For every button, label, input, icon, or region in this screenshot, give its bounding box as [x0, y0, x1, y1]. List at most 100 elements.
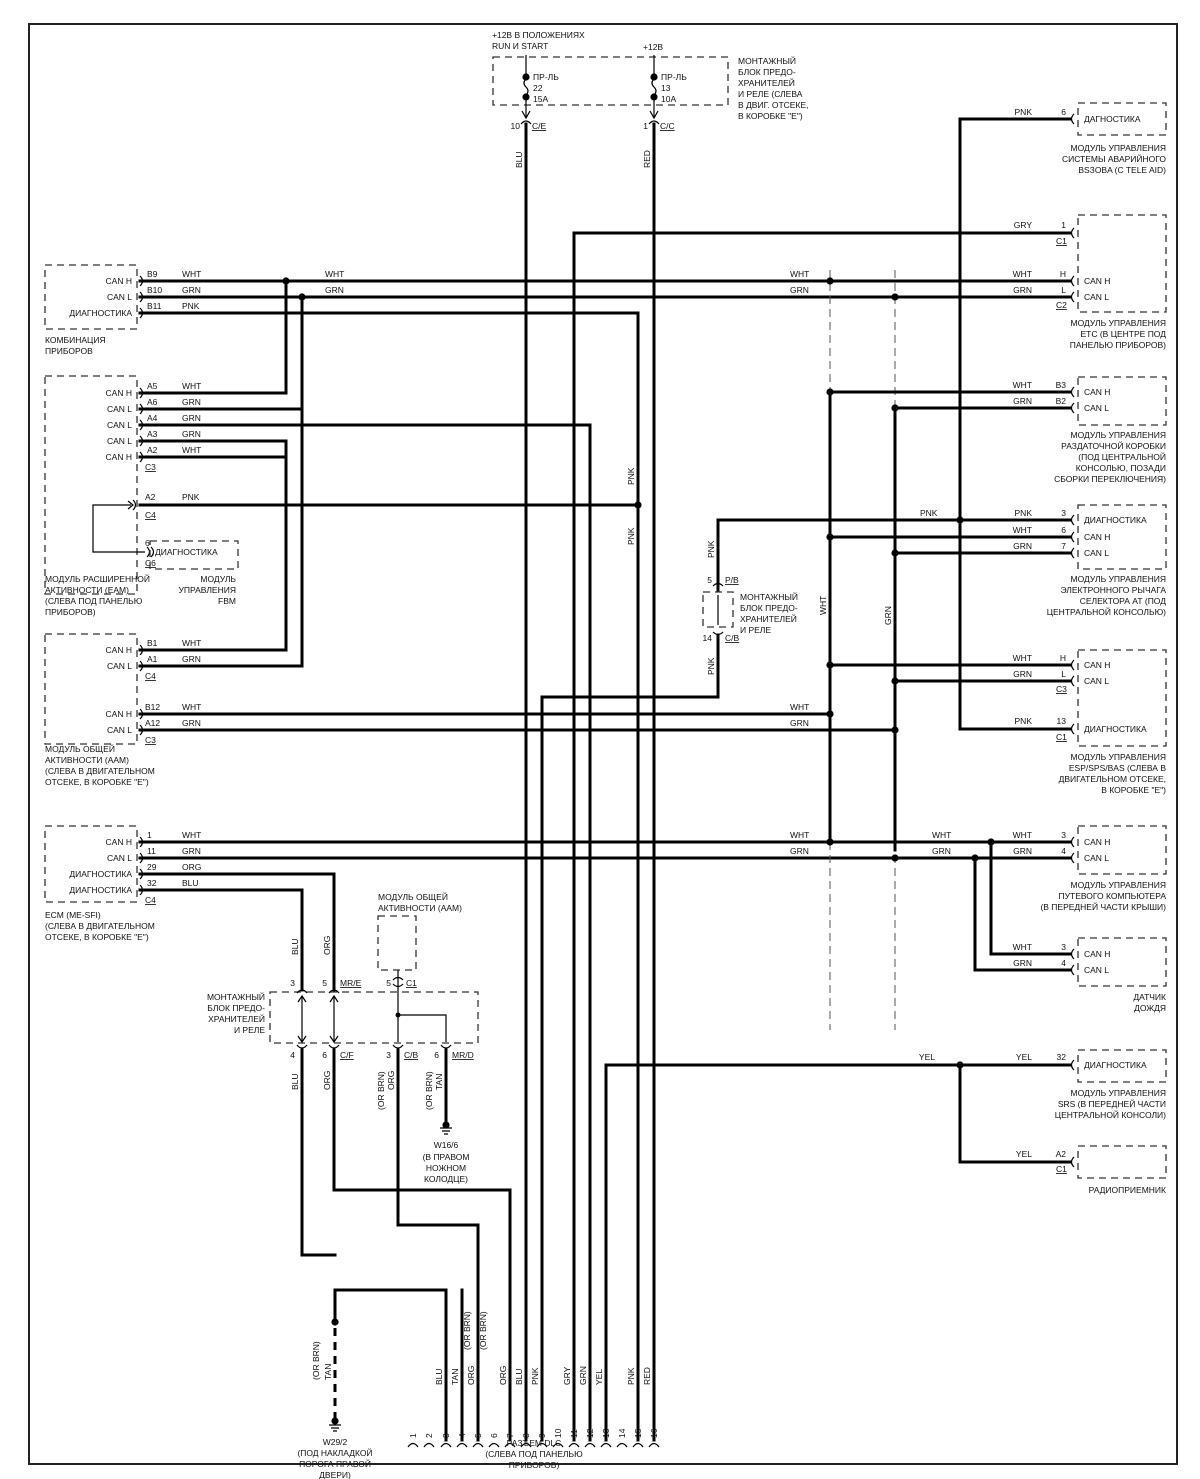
wire: [300, 1048, 337, 1257]
connector-id: C1: [1056, 1164, 1067, 1174]
relay-label: ХРАНИТЕЛЕЙ: [740, 613, 797, 624]
pin-number: A2: [145, 492, 156, 502]
module-caption: АКТИВНОСТИ (AAM): [45, 755, 129, 765]
dlc-wire-color: BLU: [514, 1368, 524, 1385]
module-caption: МОДУЛЬ: [200, 574, 236, 584]
fuse-block-label: И РЕЛЕ (СЛЕВА: [738, 89, 803, 99]
wire-color: ORG: [386, 1071, 396, 1090]
dlc-pin-connector: [520, 1442, 532, 1448]
pin-number: 29: [147, 862, 157, 872]
fuse-terminal: [650, 73, 658, 81]
diagram-frame: [28, 23, 1178, 1465]
module-caption: ПУТЕВОГО КОМПЬЮТЕРА: [1059, 891, 1167, 901]
pin-number: 4: [1061, 846, 1066, 856]
pin-function: CAN L: [1084, 853, 1109, 863]
module-caption: МОДУЛЬ УПРАВЛЕНИЯ: [1071, 430, 1166, 440]
dlc-caption: (СЛЕВА ПОД ПАНЕЛЬЮ: [485, 1449, 583, 1459]
dlc-pin-number: 5: [473, 1433, 483, 1438]
pin-number: 6: [1061, 525, 1066, 535]
splice-dot: [826, 838, 834, 846]
fuse-label: 15A: [533, 94, 548, 104]
module-caption: СБОРКИ ПЕРЕКЛЮЧЕНИЯ): [1054, 474, 1166, 484]
connector-icon: [328, 989, 340, 994]
pin-function: CAN H: [1084, 660, 1110, 670]
pin-function: ДИАГНОСТИКА: [1084, 1060, 1147, 1070]
fuse-link: [398, 1014, 447, 1042]
connector-icon: [1070, 531, 1075, 543]
wire-color: GRN: [1013, 958, 1032, 968]
fuse-block-box: [269, 991, 479, 1044]
splice-dot: [891, 549, 899, 557]
splice-dot: [826, 533, 834, 541]
wire-color: WHT: [1013, 653, 1032, 663]
pin-function: ДИАГНОСТИКА: [69, 869, 132, 879]
pin-number: 5: [707, 575, 712, 585]
wire-color-alt: (OR BRN): [311, 1341, 321, 1380]
dlc-pin-connector: [407, 1442, 419, 1448]
pin-number: 3: [386, 1050, 391, 1060]
dlc-pin-connector: [552, 1442, 564, 1448]
fuse-terminal: [522, 73, 530, 81]
dlc-wire-color: ORG: [466, 1366, 476, 1385]
pin-number: 6: [322, 1050, 327, 1060]
pin-number: B12: [145, 702, 160, 712]
wire-color: PNK: [182, 492, 200, 502]
dlc-pin-number: 3: [441, 1433, 451, 1438]
fuse-block-label: В КОРОБКЕ "E"): [738, 111, 803, 121]
connector-id: C2: [1056, 300, 1067, 310]
wire-color: PNK: [706, 657, 716, 675]
wire-color: GRN: [182, 718, 201, 728]
pin-number: 7: [1061, 541, 1066, 551]
ground-name: W29/2: [323, 1437, 348, 1447]
pin-number: L: [1061, 285, 1066, 295]
module-caption: (ПОД ЦЕНТРАЛЬНОЙ: [1078, 451, 1166, 462]
pin-number: A12: [145, 718, 160, 728]
module-caption: ДОЖДЯ: [1134, 1003, 1166, 1013]
module-caption: ЦЕНТРАЛЬНОЙ КОНСОЛЬЮ): [1047, 606, 1166, 617]
pin-function: CAN L: [1084, 965, 1109, 975]
wire-color: GRN: [883, 606, 893, 625]
ground-caption: ДВЕРИ): [319, 1470, 351, 1479]
connector-id: MR/D: [452, 1050, 474, 1060]
aam-label: МОДУЛЬ ОБЩЕЙ: [378, 891, 448, 902]
ground-caption: (ПОД НАКЛАДКОЙ: [297, 1447, 372, 1458]
wire-color: WHT: [1013, 942, 1032, 952]
connector-icon: [1070, 227, 1075, 239]
pin-function: CAN L: [107, 725, 132, 735]
fuse-block-label: И РЕЛЕ: [234, 1025, 265, 1035]
pin-function: CAN H: [106, 837, 132, 847]
wire-color-alt: (OR BRN): [376, 1071, 386, 1110]
module-box: [1077, 649, 1167, 747]
connector-icon: [1070, 514, 1075, 526]
dlc-pin-connector: [440, 1442, 452, 1448]
wire-color: TAN: [434, 1074, 444, 1090]
dlc-pin-number: 16: [649, 1428, 659, 1438]
dlc-pin-number: 2: [424, 1433, 434, 1438]
arrow-icon: [127, 500, 134, 510]
module-caption: УПРАВЛЕНИЯ: [179, 585, 237, 595]
connector-id: C1: [1056, 236, 1067, 246]
pin-number: B9: [147, 269, 158, 279]
wire: [958, 1063, 1072, 1164]
wire: [716, 518, 962, 592]
connector-id: C/C: [660, 121, 675, 131]
pin-function: CAN H: [1084, 276, 1110, 286]
module-box: [1077, 376, 1167, 426]
pin-number: A3: [147, 429, 158, 439]
relay-label: МОНТАЖНЫЙ: [740, 591, 798, 602]
connector-icon: [146, 546, 151, 558]
ground-caption: НОЖНОМ: [426, 1163, 466, 1173]
pin-function: CAN H: [1084, 532, 1110, 542]
dlc-pin-number: 1: [408, 1433, 418, 1438]
connector-icon: [1070, 275, 1075, 287]
wire-color: PNK: [182, 301, 200, 311]
connector-id: C4: [145, 510, 156, 520]
dlc-wire-color: TAN: [450, 1369, 460, 1385]
dlc-wire-color-alt: (OR BRN): [462, 1311, 472, 1350]
pin-number: A4: [147, 413, 158, 423]
wire-color: WHT: [182, 830, 201, 840]
wire-color: WHT: [182, 445, 201, 455]
connector-icon: [648, 120, 660, 125]
feed-label: RUN И START: [492, 41, 548, 51]
wire-color: YEL: [919, 1052, 935, 1062]
